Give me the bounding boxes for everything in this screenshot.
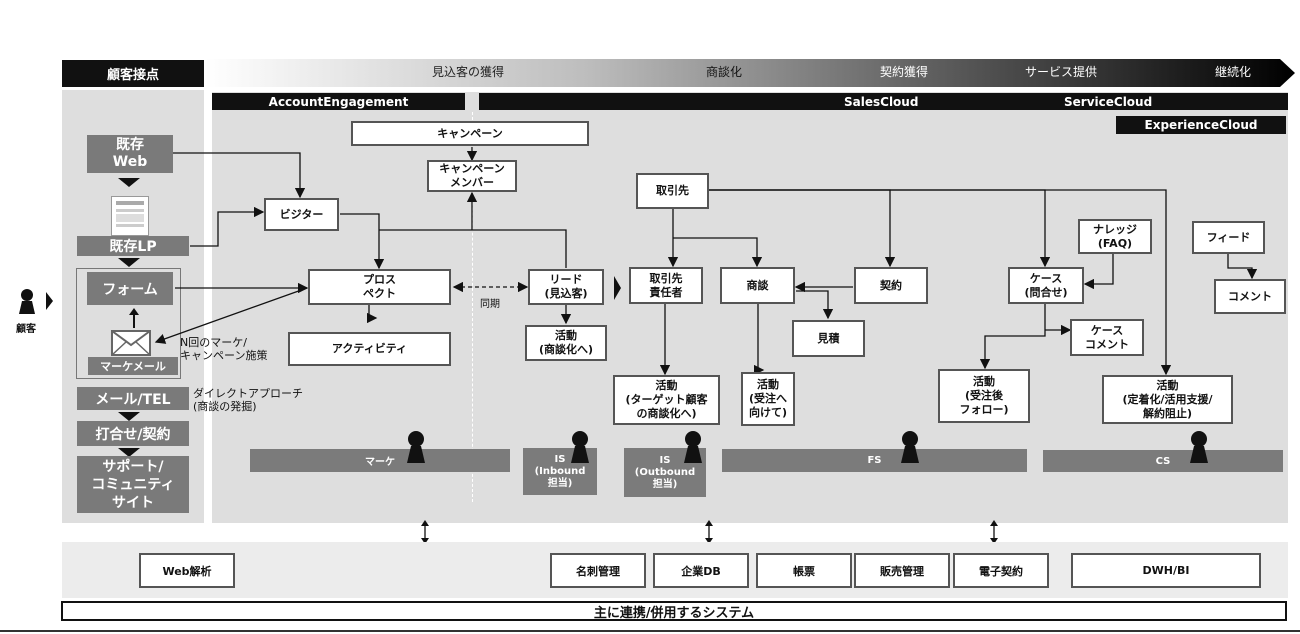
- activity-target-box: 活動 (ターゲット顧客 の商談化へ): [613, 375, 720, 425]
- campaign-member-box: キャンペーン メンバー: [427, 160, 517, 192]
- mail-icon: [111, 330, 151, 356]
- lead-activity-box: 活動 (商談化へ): [525, 325, 607, 361]
- system-forms: 帳票: [756, 553, 852, 588]
- cs-person-icon: [1190, 431, 1208, 463]
- fs-person-icon: [901, 431, 919, 463]
- campaign-box: キャンペーン: [351, 121, 589, 146]
- marketing-person-icon: [407, 431, 425, 463]
- marketing-role-band: マーケ: [250, 449, 510, 472]
- flow-arrow-3: [118, 412, 140, 421]
- system-e-contract: 電子契約: [953, 553, 1049, 588]
- system-business-card: 名刺管理: [550, 553, 646, 588]
- mail-box: マーケメール: [88, 357, 178, 375]
- system-web-analytics: Web解析: [139, 553, 235, 588]
- prospect-box: プロス ペクト: [308, 269, 451, 305]
- lp-thumbnail: [111, 196, 149, 236]
- footer-title: 主に連携/併用するシステム: [61, 601, 1287, 621]
- stage-opportunity: 商談化: [706, 65, 743, 79]
- account-owner-box: 取引先 責任者: [629, 267, 703, 304]
- account-engagement-bar: AccountEngagement: [212, 93, 465, 110]
- flow-arrow-4: [118, 448, 140, 457]
- account-box: 取引先: [636, 173, 709, 209]
- stage-continuation: 継続化: [1215, 65, 1252, 79]
- activity-followup-box: 活動 (受注後 フォロー): [938, 369, 1030, 423]
- sales-cloud-label: SalesCloud: [844, 94, 919, 109]
- service-cloud-label: ServiceCloud: [1064, 94, 1153, 109]
- quote-box: 見積: [792, 320, 865, 357]
- bottom-rule: [0, 630, 1300, 632]
- form-up-arrow: [129, 308, 139, 315]
- contract-box: 契約: [854, 267, 928, 304]
- flow-arrow-2: [118, 258, 140, 267]
- mail-tel-box: メール/TEL: [77, 387, 189, 410]
- meeting-contract-box: 打合せ/契約: [77, 421, 189, 446]
- existing-web-box: 既存 Web: [87, 135, 173, 173]
- customer-arrow: [46, 292, 53, 310]
- is-inbound-person-icon: [571, 431, 589, 463]
- support-community-box: サポート/ コミュニティ サイト: [77, 456, 189, 513]
- feed-box: フィード: [1192, 221, 1265, 254]
- activity-order-box: 活動 (受注へ 向けて): [741, 372, 795, 426]
- flow-arrow-1: [118, 178, 140, 187]
- form-box: フォーム: [87, 272, 173, 305]
- existing-lp-box: 既存LP: [77, 236, 189, 256]
- stage-arrow: [205, 59, 1295, 87]
- knowledge-box: ナレッジ (FAQ): [1078, 219, 1152, 254]
- lead-box: リード (見込客): [528, 269, 604, 305]
- system-sales-management: 販売管理: [854, 553, 950, 588]
- customer-icon: [19, 289, 35, 314]
- customer-label: 顧客: [16, 324, 36, 335]
- stage-contract: 契約獲得: [880, 65, 929, 79]
- case-box: ケース (問合せ): [1008, 267, 1084, 304]
- ae-divider: [472, 112, 473, 502]
- activity-cs-box: 活動 (定着化/活用支援/ 解約阻止): [1102, 375, 1233, 424]
- form-up-line: [133, 314, 135, 328]
- sales-service-bar: SalesCloud ServiceCloud: [479, 93, 1288, 110]
- stage-service: サービス提供: [1025, 65, 1098, 79]
- visitor-box: ビジター: [264, 198, 339, 231]
- system-company-db: 企業DB: [653, 553, 749, 588]
- case-comment-box: ケース コメント: [1070, 319, 1144, 356]
- sync-note: 同期: [480, 299, 500, 310]
- activity-ae-box: アクティビティ: [288, 332, 451, 366]
- system-dwh-bi: DWH/BI: [1071, 553, 1261, 588]
- cs-role-band: CS: [1043, 450, 1283, 472]
- opportunity-box: 商談: [720, 267, 795, 304]
- comment-box: コメント: [1214, 279, 1286, 314]
- direct-approach-note: ダイレクトアプローチ (商談の発掘): [193, 387, 303, 413]
- fs-role-band: FS: [722, 449, 1027, 472]
- stage-acquire: 見込客の獲得: [432, 65, 505, 79]
- form-mail-group: [76, 268, 181, 379]
- experience-cloud-bar: ExperienceCloud: [1116, 116, 1286, 134]
- n-times-note: N回のマーケ/ キャンペーン施策: [180, 336, 268, 362]
- is-outbound-person-icon: [684, 431, 702, 463]
- touchpoint-header: 顧客接点: [62, 60, 204, 87]
